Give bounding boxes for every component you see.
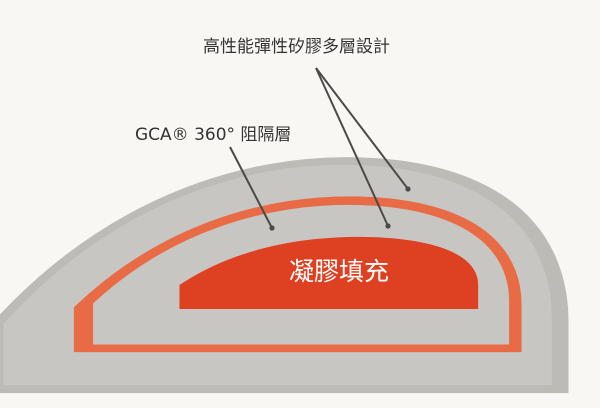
- silicone-layers-label: 高性能彈性矽膠多層設計: [203, 37, 390, 57]
- callout-line-silicone-inner: [315, 67, 389, 227]
- gca-barrier-label: GCA® 360° 阻隔層: [135, 125, 291, 145]
- gel-core-label: 凝膠填充: [289, 257, 389, 286]
- callout-tip-gca: [269, 225, 275, 231]
- callout-tip-silicone-outer: [405, 186, 411, 192]
- callout-line-gca: [229, 146, 273, 229]
- callout-tip-silicone-inner: [385, 223, 391, 229]
- callout-line-silicone-outer: [315, 67, 409, 190]
